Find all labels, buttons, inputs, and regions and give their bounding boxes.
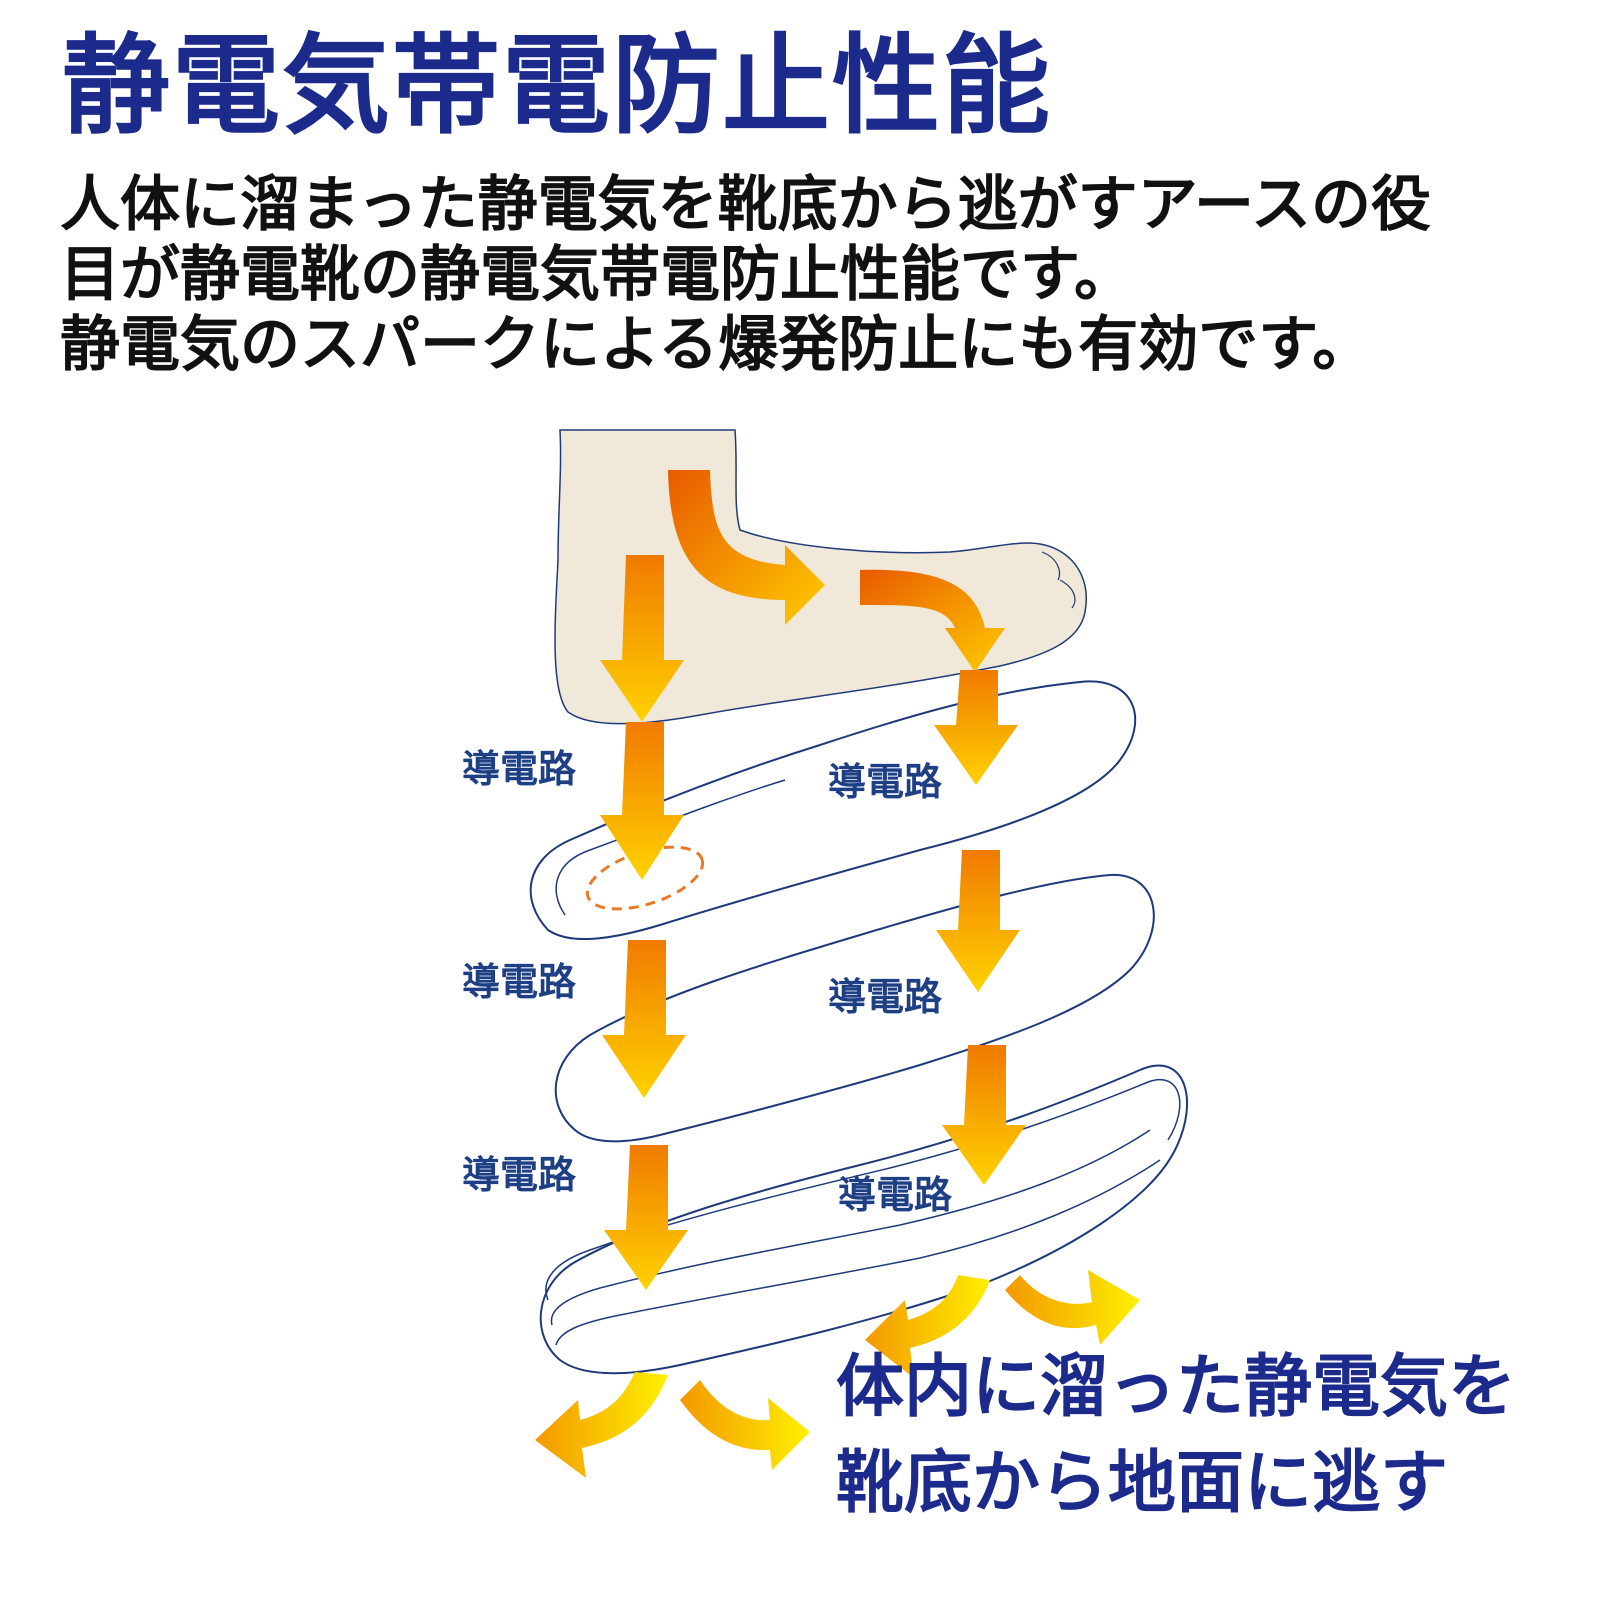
arrow-left-4: [604, 1145, 688, 1290]
arrow-right-1: [934, 670, 1018, 785]
arrow-right-2: [936, 850, 1020, 992]
path-label-right-1: 導電路: [828, 760, 943, 804]
outsole-rim-1: [545, 1079, 1181, 1301]
path-label-left-1: 導電路: [462, 747, 577, 791]
arrow-left-2: [600, 722, 684, 880]
description-line-3: 静電気のスパークによる爆発防止にも有効です。: [60, 310, 1373, 380]
discharge-caption: 体内に溜った静電気を 靴底から地面に逃す: [836, 1340, 1516, 1532]
insole-inner-line: [555, 779, 786, 916]
page-title: 静電気帯電防止性能: [62, 24, 1053, 149]
caption-line-1: 体内に溜った静電気を: [836, 1348, 1517, 1427]
description-line-1: 人体に溜まった静電気を靴底から逃がすアースの役: [60, 170, 1431, 240]
discharge-arrow-right: [865, 1275, 990, 1378]
path-label-right-3: 導電路: [838, 1173, 953, 1217]
discharge-arrow-left: [535, 1372, 668, 1478]
path-label-left-2: 導電路: [462, 960, 577, 1004]
discharge-arrow-left-up: [680, 1380, 810, 1470]
path-label-right-2: 導電路: [828, 975, 943, 1019]
arrow-right-3: [942, 1045, 1026, 1185]
arrow-left-3: [602, 940, 686, 1098]
path-label-left-3: 導電路: [462, 1153, 577, 1197]
curved-arrow-toe: [860, 569, 1005, 672]
discharge-arrow-right-up: [1005, 1270, 1140, 1345]
description-line-2: 目が静電靴の静電気帯電防止性能です。: [60, 240, 1134, 310]
outsole-rim-2: [550, 1129, 1151, 1326]
toe-outline: [1041, 551, 1076, 609]
outsole-rim-3: [555, 1159, 1161, 1346]
caption-line-2: 靴底から地面に逃す: [836, 1444, 1449, 1523]
curved-arrow-heel: [668, 470, 825, 625]
description: 人体に溜まった静電気を靴底から逃がすアースの役 目が静電靴の静電気帯電防止性能で…: [60, 170, 1560, 380]
arrow-left-1: [600, 555, 684, 722]
